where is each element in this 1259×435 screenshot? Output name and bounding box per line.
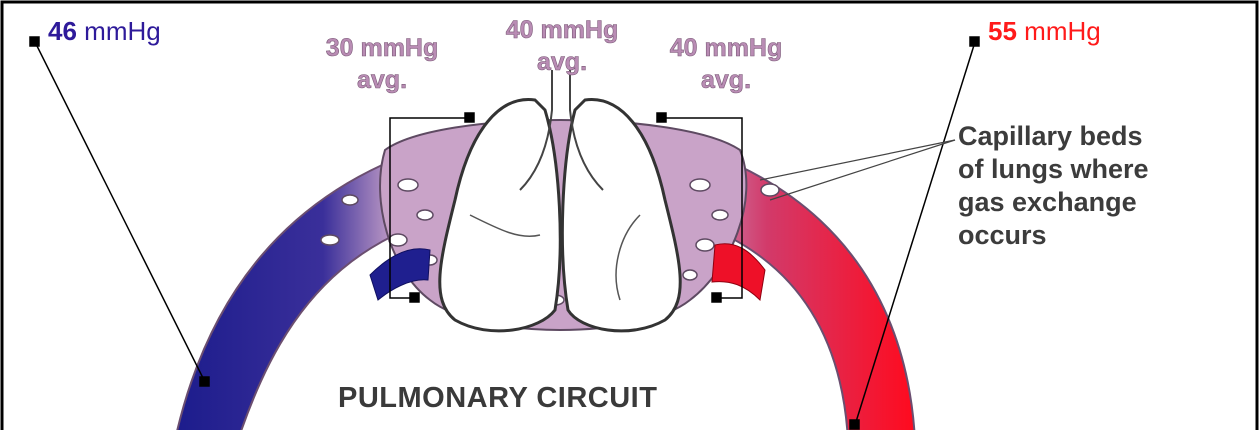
capillary-beds-line-3: gas exchange <box>958 186 1149 219</box>
left-pressure-value: 46 <box>48 16 77 46</box>
right-pressure-unit: mmHg <box>1024 16 1101 46</box>
capillary-label-leaders <box>760 140 955 200</box>
capillary-beds-line-4: occurs <box>958 219 1149 252</box>
right-pressure-label: 55 mmHg <box>988 16 1101 47</box>
left-pressure-leader <box>30 37 209 386</box>
capillary-pressure-right: 40 mmHg avg. <box>646 32 806 96</box>
right-pressure-value: 55 <box>988 16 1017 46</box>
capillary-pressure-center: 40 mmHg avg. <box>482 14 642 78</box>
capillary-pressure-left-value: 30 mmHg <box>302 32 462 64</box>
capillary-pressure-center-value: 40 mmHg <box>482 14 642 46</box>
capillary-pressure-center-sub: avg. <box>482 46 642 78</box>
left-pressure-unit: mmHg <box>84 16 161 46</box>
capillary-beds-line-1: Capillary beds <box>958 120 1149 153</box>
left-pressure-label: 46 mmHg <box>48 16 161 47</box>
circuit-title: PULMONARY CIRCUIT <box>338 382 657 415</box>
capillary-beds-label: Capillary beds of lungs where gas exchan… <box>958 120 1149 252</box>
capillary-pressure-left: 30 mmHg avg. <box>302 32 462 96</box>
capillary-pressure-right-sub: avg. <box>646 64 806 96</box>
capillary-beds-line-2: of lungs where <box>958 153 1149 186</box>
capillary-pressure-right-value: 40 mmHg <box>646 32 806 64</box>
capillary-pressure-left-sub: avg. <box>302 64 462 96</box>
